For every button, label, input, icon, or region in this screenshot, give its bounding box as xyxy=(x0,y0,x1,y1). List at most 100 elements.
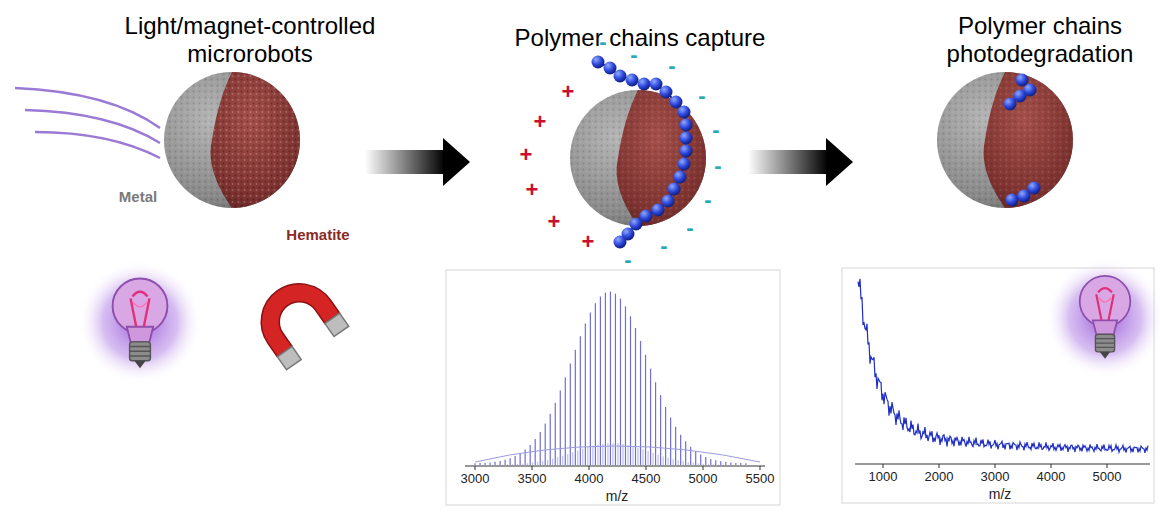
microrobot xyxy=(937,72,1073,208)
monomer-bead xyxy=(638,78,651,91)
charge-sign: - xyxy=(712,117,719,142)
peak xyxy=(620,299,621,465)
peak xyxy=(695,451,696,465)
peak xyxy=(530,445,531,465)
peak xyxy=(504,460,505,465)
spectrum-frame xyxy=(446,270,780,505)
peak xyxy=(585,324,586,465)
charge-sign: + xyxy=(520,142,533,167)
stroke xyxy=(883,464,884,468)
axis-label: 3000 xyxy=(461,472,490,487)
peak xyxy=(479,463,480,465)
peak xyxy=(617,443,618,465)
peak xyxy=(565,377,566,465)
peak xyxy=(552,459,553,465)
peak xyxy=(489,462,490,465)
peak xyxy=(710,459,711,465)
monomer-bead xyxy=(680,132,693,145)
spectrum-frame xyxy=(842,268,1154,503)
peak xyxy=(577,450,578,465)
peak xyxy=(592,446,593,465)
peak xyxy=(635,328,636,465)
peak xyxy=(705,457,706,465)
peak xyxy=(650,369,651,465)
monomer-bead xyxy=(592,56,605,69)
monomer-bead xyxy=(652,204,665,217)
peak xyxy=(547,460,548,465)
peak xyxy=(723,464,724,465)
peak xyxy=(555,403,556,465)
peak xyxy=(525,450,526,465)
peak xyxy=(690,447,691,465)
peak xyxy=(720,461,721,465)
charge-sign: - xyxy=(704,187,711,212)
peak xyxy=(517,464,518,466)
peak xyxy=(725,462,726,465)
stroke xyxy=(646,466,647,470)
monomer-bead xyxy=(680,119,693,132)
monomer-bead xyxy=(1006,194,1019,207)
axis-label: m/z xyxy=(989,486,1012,502)
peak xyxy=(492,464,493,465)
peak xyxy=(653,453,654,465)
stroke xyxy=(703,466,704,470)
axis-ticks xyxy=(475,464,1107,470)
peak xyxy=(535,439,536,465)
axis-label: 1000 xyxy=(869,470,898,485)
monomer-bead xyxy=(614,236,627,249)
peak xyxy=(633,446,634,465)
peak xyxy=(630,316,631,465)
stage-heading: Polymer chains photodegradation xyxy=(900,12,1160,67)
peak xyxy=(715,460,716,465)
peak xyxy=(502,464,503,465)
stroke xyxy=(760,466,761,470)
microrobot xyxy=(570,90,706,226)
axis-label: 3500 xyxy=(518,472,547,487)
peak xyxy=(668,458,669,465)
peak xyxy=(580,336,581,465)
peak xyxy=(582,449,583,465)
charge-sign: - xyxy=(686,215,693,240)
part-label: Hematite xyxy=(286,226,349,243)
charge-sign: + xyxy=(548,209,561,234)
peak xyxy=(597,444,598,465)
peak xyxy=(713,464,714,466)
monomer-bead xyxy=(674,171,687,184)
peak xyxy=(477,464,478,465)
light-glow xyxy=(1045,258,1160,378)
peak xyxy=(567,454,568,465)
peak xyxy=(499,461,500,465)
stroke xyxy=(532,466,533,470)
peak xyxy=(678,460,679,465)
peak xyxy=(743,464,744,465)
peak xyxy=(685,441,686,465)
charge-sign: + xyxy=(582,229,595,254)
monomer-bead xyxy=(668,183,681,196)
peak xyxy=(515,456,516,465)
axis-label: 5000 xyxy=(1093,470,1122,485)
microrobot xyxy=(164,72,300,208)
stage-heading: Light/magnet-controlled microrobots xyxy=(90,12,410,67)
charge-sign: - xyxy=(668,53,675,78)
monomer-bead xyxy=(660,86,673,99)
peak xyxy=(560,390,561,465)
peak xyxy=(557,457,558,465)
peak xyxy=(718,464,719,465)
stroke xyxy=(1051,464,1052,468)
stroke xyxy=(475,466,476,470)
peak xyxy=(663,456,664,465)
peak xyxy=(572,452,573,465)
axis-label: 2000 xyxy=(925,470,954,485)
charge-sign: - xyxy=(599,29,606,54)
peak xyxy=(660,395,661,465)
light-bulb xyxy=(113,279,168,369)
peak xyxy=(497,464,498,465)
peak xyxy=(700,454,701,465)
peak xyxy=(590,312,591,465)
axis xyxy=(855,464,1150,465)
charge-sign: + xyxy=(562,79,575,104)
spectrum-trace xyxy=(858,279,1148,453)
peak xyxy=(527,463,528,465)
peak xyxy=(673,459,674,465)
